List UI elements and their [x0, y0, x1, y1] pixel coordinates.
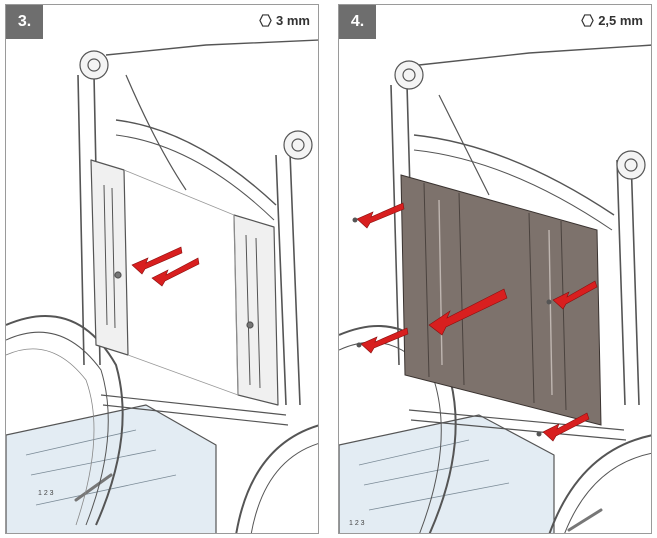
step-number-badge: 4. — [339, 5, 376, 39]
red-arrow — [151, 257, 200, 287]
removal-arrows — [131, 246, 200, 287]
left-backrest-bracket — [90, 159, 129, 356]
right-wheel — [235, 424, 318, 533]
removal-arrows — [356, 202, 598, 442]
step-3-panel: 3. 3 mm 1 2 3 — [5, 4, 319, 534]
right-backrest-post — [275, 152, 301, 406]
right-wheel — [548, 434, 651, 533]
hex-key-icon — [259, 14, 272, 27]
red-arrow — [360, 327, 409, 354]
wheelchair-backrest-illustration: 1 2 3 — [339, 44, 651, 533]
wheelchair-backrest-illustration: 1 2 3 — [6, 39, 318, 533]
hex-key-icon — [581, 14, 594, 27]
red-arrow — [131, 246, 183, 275]
tool-size-text: 3 mm — [276, 13, 310, 28]
seat-cushion — [6, 404, 217, 533]
seat-cushion — [339, 414, 555, 533]
svg-text:1 2 3: 1 2 3 — [38, 490, 54, 497]
red-arrow — [552, 280, 598, 310]
left-wheel — [6, 315, 124, 526]
red-arrow — [356, 202, 405, 229]
tool-size-label: 2,5 mm — [581, 13, 643, 28]
svg-text:1 2 3: 1 2 3 — [349, 520, 365, 527]
step-4-panel: 4. 2,5 mm 1 2 3 — [338, 4, 652, 534]
red-arrow — [542, 412, 590, 442]
tool-size-label: 3 mm — [259, 13, 310, 28]
step-number-badge: 3. — [6, 5, 43, 39]
right-backrest-post — [616, 156, 640, 406]
red-arrow — [428, 288, 508, 336]
tool-size-text: 2,5 mm — [598, 13, 643, 28]
